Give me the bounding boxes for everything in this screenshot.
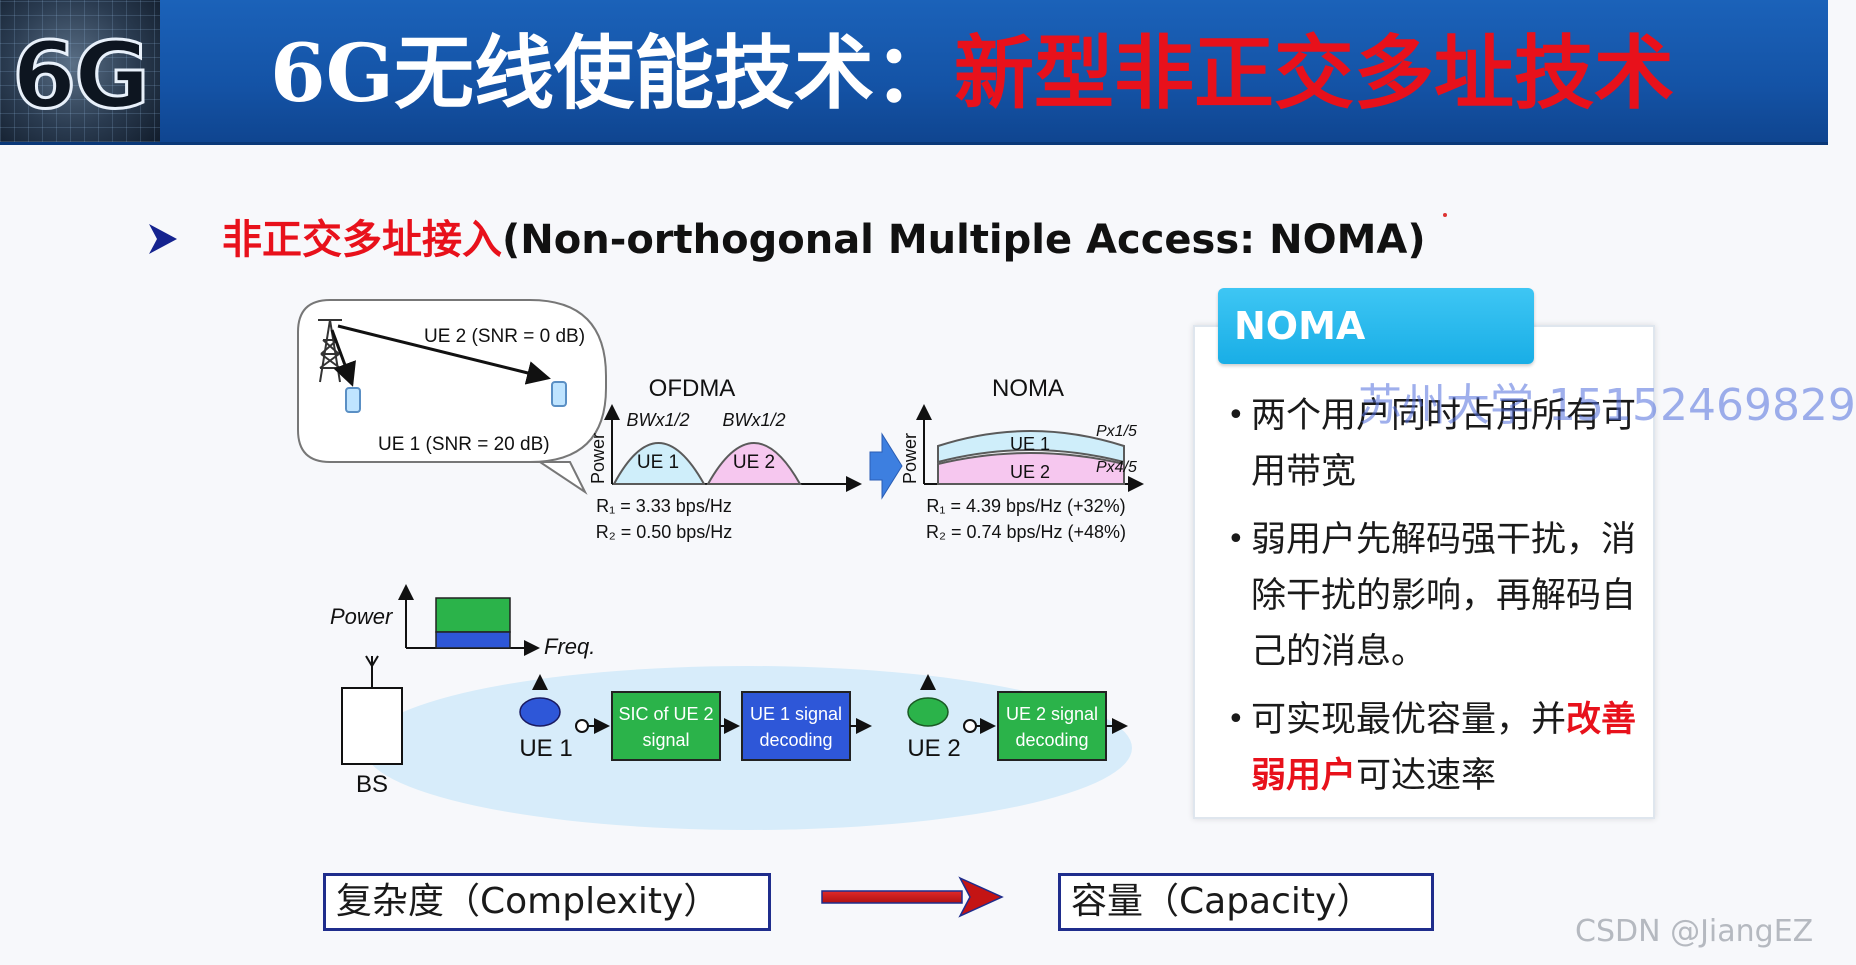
watermark-cn: 苏州大学 15152469829 xyxy=(1358,380,1856,431)
complexity-box: 复杂度（Complexity） xyxy=(323,873,771,931)
speech-bubble xyxy=(297,299,607,495)
watermark-csdn: CSDN @JiangEZ xyxy=(1575,914,1814,949)
noma-r1: R₁ = 4.39 bps/Hz (+32%) xyxy=(926,496,1125,516)
noma-p2: Px4/5 xyxy=(1096,459,1137,476)
noma-ue2-label: UE 2 xyxy=(1010,462,1050,482)
power-blue-block xyxy=(435,631,511,649)
ofdma-ue1-label: UE 1 xyxy=(637,452,679,473)
ofdma-title: OFDMA xyxy=(649,375,736,402)
noma-tag: NOMA xyxy=(1218,288,1534,364)
ofdma-bw1: BWx1/2 xyxy=(626,410,689,430)
ue1-decode-line1: UE 1 signal xyxy=(750,704,842,724)
logo-text: 6G xyxy=(11,21,152,131)
noma-bullet-1: • 两个用户同时占用所有可用带宽 xyxy=(1225,388,1645,500)
section-heading: 非正交多址接入(Non-orthogonal Multiple Access: … xyxy=(222,212,1426,268)
bullet-dot-icon: • xyxy=(1227,702,1245,737)
bubble-ue2-label: UE 2 (SNR = 0 dB) xyxy=(424,326,585,347)
noma-ue2-band xyxy=(937,452,1125,485)
heading-en: (Non-orthogonal Multiple Access: NOMA) xyxy=(502,217,1426,263)
power-green-block xyxy=(435,597,511,633)
ue2-node-icon xyxy=(907,697,949,727)
title-part2: 新型非正交多址技术 xyxy=(953,26,1674,120)
noma-bullet-3: • 可实现最优容量，并改善弱用户可达速率 xyxy=(1225,692,1645,804)
arrow-bullet-icon xyxy=(149,224,177,254)
ofdma-r1: R₁ = 3.33 bps/Hz xyxy=(596,496,732,516)
lower-ue2-label: UE 2 xyxy=(907,735,960,762)
page-title: 6G无线使能技术：新型非正交多址技术 xyxy=(270,18,1674,128)
transition-arrow-icon xyxy=(869,432,903,500)
noma-p1: Px1/5 xyxy=(1096,423,1137,440)
ue2-decode-line2: decoding xyxy=(1015,730,1088,750)
ue1-node-icon xyxy=(519,697,561,727)
capacity-box: 容量（Capacity） xyxy=(1058,873,1434,931)
sic-line2: signal xyxy=(642,730,689,750)
red-dot xyxy=(1443,213,1447,217)
noma-ue1-label: UE 1 xyxy=(1010,434,1050,454)
noma-ue1-band xyxy=(937,430,1125,464)
lower-ue1-label: UE 1 xyxy=(519,735,572,762)
ue2-decode-line1: UE 2 signal xyxy=(1006,704,1098,724)
noma-info-box xyxy=(1193,325,1655,819)
noma-diagram: UE 2 (SNR = 0 dB) UE 1 (SNR = 20 dB) OFD… xyxy=(297,299,1144,830)
phone-ue1-icon xyxy=(345,387,361,413)
noma-axis-label: Power xyxy=(900,433,920,484)
bs-antenna-icon xyxy=(365,655,379,688)
noma-item3-suffix: 可达速率 xyxy=(1356,756,1497,796)
noma-item3-highlight: 改善弱用户 xyxy=(1251,700,1637,796)
noma-item2-text: 弱用户先解码强干扰，消除干扰的影响，再解码自己的消息。 xyxy=(1251,520,1637,672)
ofdma-ue2-lobe xyxy=(706,442,802,485)
ue2-decode-block xyxy=(997,691,1107,761)
noma-item3-prefix: 可实现最优容量，并 xyxy=(1251,700,1567,740)
lower-freq-label: Freq. xyxy=(544,634,595,659)
ofdma-ue1-lobe xyxy=(612,442,706,485)
noma-item1-text: 两个用户同时占用所有可用带宽 xyxy=(1251,396,1637,492)
sic-block xyxy=(611,691,721,761)
ue1-decode-line2: decoding xyxy=(759,730,832,750)
bubble-ue1-label: UE 1 (SNR = 20 dB) xyxy=(378,434,550,455)
bs-label: BS xyxy=(356,771,388,798)
title-part1: 6G无线使能技术： xyxy=(270,26,954,120)
ofdma-ue2-label: UE 2 xyxy=(733,452,775,473)
ofdma-r2: R₂ = 0.50 bps/Hz xyxy=(596,522,733,542)
6g-logo: 6G xyxy=(0,0,160,142)
phone-ue2-icon xyxy=(551,381,567,407)
bullet-dot-icon: • xyxy=(1227,522,1245,557)
ofdma-bw2: BWx1/2 xyxy=(722,410,785,430)
bullet-dot-icon: • xyxy=(1227,398,1245,433)
noma-title: NOMA xyxy=(992,375,1064,402)
noma-r2: R₂ = 0.74 bps/Hz (+48%) xyxy=(926,522,1126,542)
noma-bullet-list: • 两个用户同时占用所有可用带宽 • 弱用户先解码强干扰，消除干扰的影响，再解码… xyxy=(1225,388,1645,816)
red-arrow-icon xyxy=(821,876,1004,918)
heading-zh: 非正交多址接入 xyxy=(222,217,502,263)
header-bar: 6G 6G无线使能技术：新型非正交多址技术 xyxy=(0,0,1828,145)
lower-power-label: Power xyxy=(330,604,394,629)
sic-line1: SIC of UE 2 xyxy=(618,704,713,724)
ofdma-axis-label: Power xyxy=(588,433,608,484)
noma-bullet-2: • 弱用户先解码强干扰，消除干扰的影响，再解码自己的消息。 xyxy=(1225,512,1645,680)
bs-box xyxy=(341,687,403,765)
